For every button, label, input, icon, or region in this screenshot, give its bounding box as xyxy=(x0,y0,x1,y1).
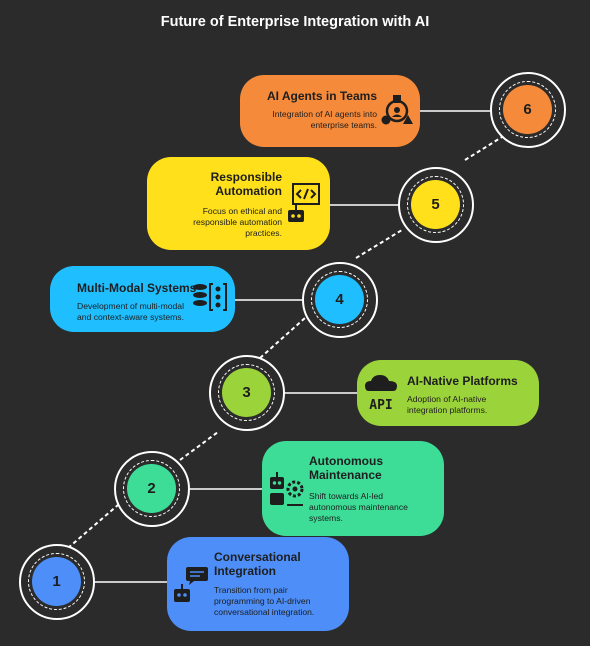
step-card-2: Autonomous Maintenance Shift towards AI-… xyxy=(262,441,444,536)
link-4-5 xyxy=(355,229,403,259)
link-5-6 xyxy=(464,136,503,161)
step-card-5: Responsible Automation Focus on ethical … xyxy=(147,157,330,250)
step-number-3: 3 xyxy=(222,368,271,417)
step-node-6: 6 xyxy=(490,72,566,148)
cloud-api-icon: API xyxy=(365,375,397,413)
team-network-icon xyxy=(381,95,413,125)
step-title-6: AI Agents in Teams xyxy=(266,89,377,103)
step-title-3: AI-Native Platforms xyxy=(407,374,518,388)
database-brackets-icon xyxy=(193,283,227,311)
step-node-4: 4 xyxy=(302,262,378,338)
link-2-3 xyxy=(179,431,219,461)
step-desc-3: Adoption of AI-native integration platfo… xyxy=(407,394,488,415)
step-card-6: AI Agents in Teams Integration of AI age… xyxy=(240,75,420,147)
step-desc-4: Development of multi-modal and context-a… xyxy=(77,301,184,322)
step-title-1: Conversational Integration xyxy=(214,550,301,578)
step-node-2: 2 xyxy=(114,451,190,527)
step-title-5: Responsible Automation xyxy=(210,170,282,198)
step-title-2: Autonomous Maintenance xyxy=(309,454,383,482)
step-desc-1: Transition from pair programming to AI-d… xyxy=(214,585,315,617)
step-node-1: 1 xyxy=(19,544,95,620)
step-card-1: Conversational Integration Transition fr… xyxy=(167,537,349,631)
step-node-3: 3 xyxy=(209,355,285,431)
robot-gear-icon xyxy=(270,472,304,506)
link-3-4 xyxy=(259,317,306,359)
step-number-5: 5 xyxy=(411,180,460,229)
step-node-5: 5 xyxy=(398,167,474,243)
step-card-3: AI-Native Platforms Adoption of AI-nativ… xyxy=(357,360,539,426)
svg-text:API: API xyxy=(369,398,392,413)
step-title-4: Multi-Modal Systems xyxy=(77,281,197,295)
step-number-1: 1 xyxy=(32,557,81,606)
link-1-2 xyxy=(67,504,119,549)
step-desc-6: Integration of AI agents into enterprise… xyxy=(272,109,377,130)
code-robot-icon xyxy=(288,183,320,222)
step-number-6: 6 xyxy=(503,85,552,134)
diagram-title: Future of Enterprise Integration with AI xyxy=(160,14,430,30)
step-number-2: 2 xyxy=(127,464,176,513)
step-desc-5: Focus on ethical and responsible automat… xyxy=(193,206,282,238)
chatbot-icon xyxy=(174,567,208,602)
step-number-4: 4 xyxy=(315,275,364,324)
step-card-4: Multi-Modal Systems Development of multi… xyxy=(50,266,235,332)
step-desc-2: Shift towards AI-led autonomous maintena… xyxy=(309,491,408,523)
